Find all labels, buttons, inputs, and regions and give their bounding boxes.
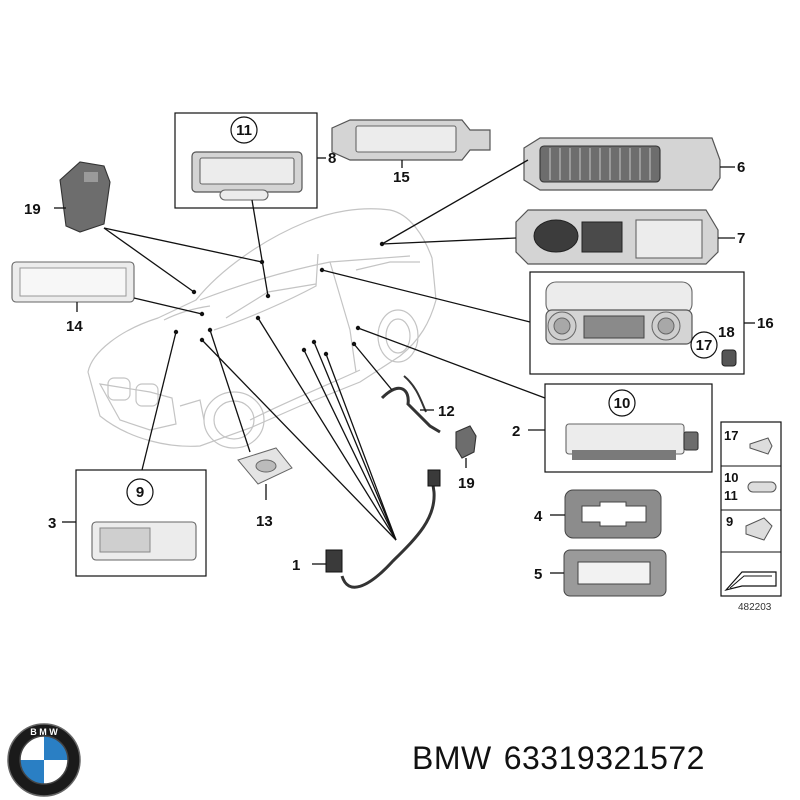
- part-16-group: 17 18 16: [529, 271, 774, 375]
- part-8-group: 11 8: [174, 112, 336, 209]
- svg-text:B M W: B M W: [30, 727, 58, 737]
- callout-13: 13: [256, 513, 273, 530]
- part-1-group: 1: [292, 469, 441, 589]
- callout-9: 9: [136, 484, 144, 501]
- part-7-group: 7: [515, 209, 745, 265]
- footer-part-label: BMW 63319321572: [412, 740, 717, 777]
- part-3-frame: [75, 469, 207, 577]
- part-14-group: 14: [11, 261, 135, 335]
- part-4-group: 4: [534, 489, 662, 539]
- callout-7: 7: [737, 230, 745, 247]
- legend-10: 10: [724, 470, 738, 485]
- callout-19-lower: 19: [458, 475, 475, 492]
- legend-11: 11: [724, 488, 738, 503]
- reference-number: 482203: [738, 602, 772, 613]
- part-number: 63319321572: [503, 740, 705, 776]
- callout-12: 12: [438, 403, 455, 420]
- legend-9: 9: [726, 514, 733, 529]
- bmw-logo-icon: B M W: [7, 723, 81, 797]
- part-19-upper-group: 19: [24, 161, 111, 233]
- parts-diagram: 11 8 15 6 7: [11, 112, 782, 613]
- callout-3: 3: [48, 515, 56, 532]
- part-8-frame: [174, 112, 318, 209]
- part-15-group: 15: [331, 119, 491, 186]
- part-12-group: 12: [380, 375, 455, 434]
- callout-1: 1: [292, 557, 300, 574]
- part-2-frame: [544, 383, 713, 473]
- part-2-group: 10 2: [512, 383, 713, 473]
- part-13-group: 13: [237, 447, 293, 530]
- part-3-group: 9 3: [48, 469, 207, 577]
- callout-11: 11: [236, 122, 252, 139]
- callout-2: 2: [512, 423, 520, 440]
- part-5-group: 5: [534, 549, 667, 597]
- part-10-light: [565, 423, 685, 455]
- callout-5: 5: [534, 566, 542, 583]
- leader-lines: [103, 159, 546, 541]
- brand-name: BMW: [412, 740, 492, 776]
- callout-4: 4: [534, 508, 543, 525]
- legend-17: 17: [724, 428, 738, 443]
- callout-19-upper: 19: [24, 201, 41, 218]
- callout-10: 10: [614, 395, 631, 412]
- car-outline: [87, 208, 437, 449]
- part-6-group: 6: [523, 137, 745, 191]
- callout-14: 14: [66, 318, 83, 335]
- callout-17: 17: [696, 337, 713, 354]
- callout-8: 8: [328, 150, 336, 167]
- callout-11-circle: [230, 116, 258, 144]
- callout-16: 16: [757, 315, 774, 332]
- part-19-lower-group: 19: [455, 425, 477, 492]
- callout-15: 15: [393, 169, 410, 186]
- bulb-legend: 17 10 11 9 482203: [720, 421, 782, 613]
- callout-6: 6: [737, 159, 745, 176]
- callout-18: 18: [718, 324, 735, 341]
